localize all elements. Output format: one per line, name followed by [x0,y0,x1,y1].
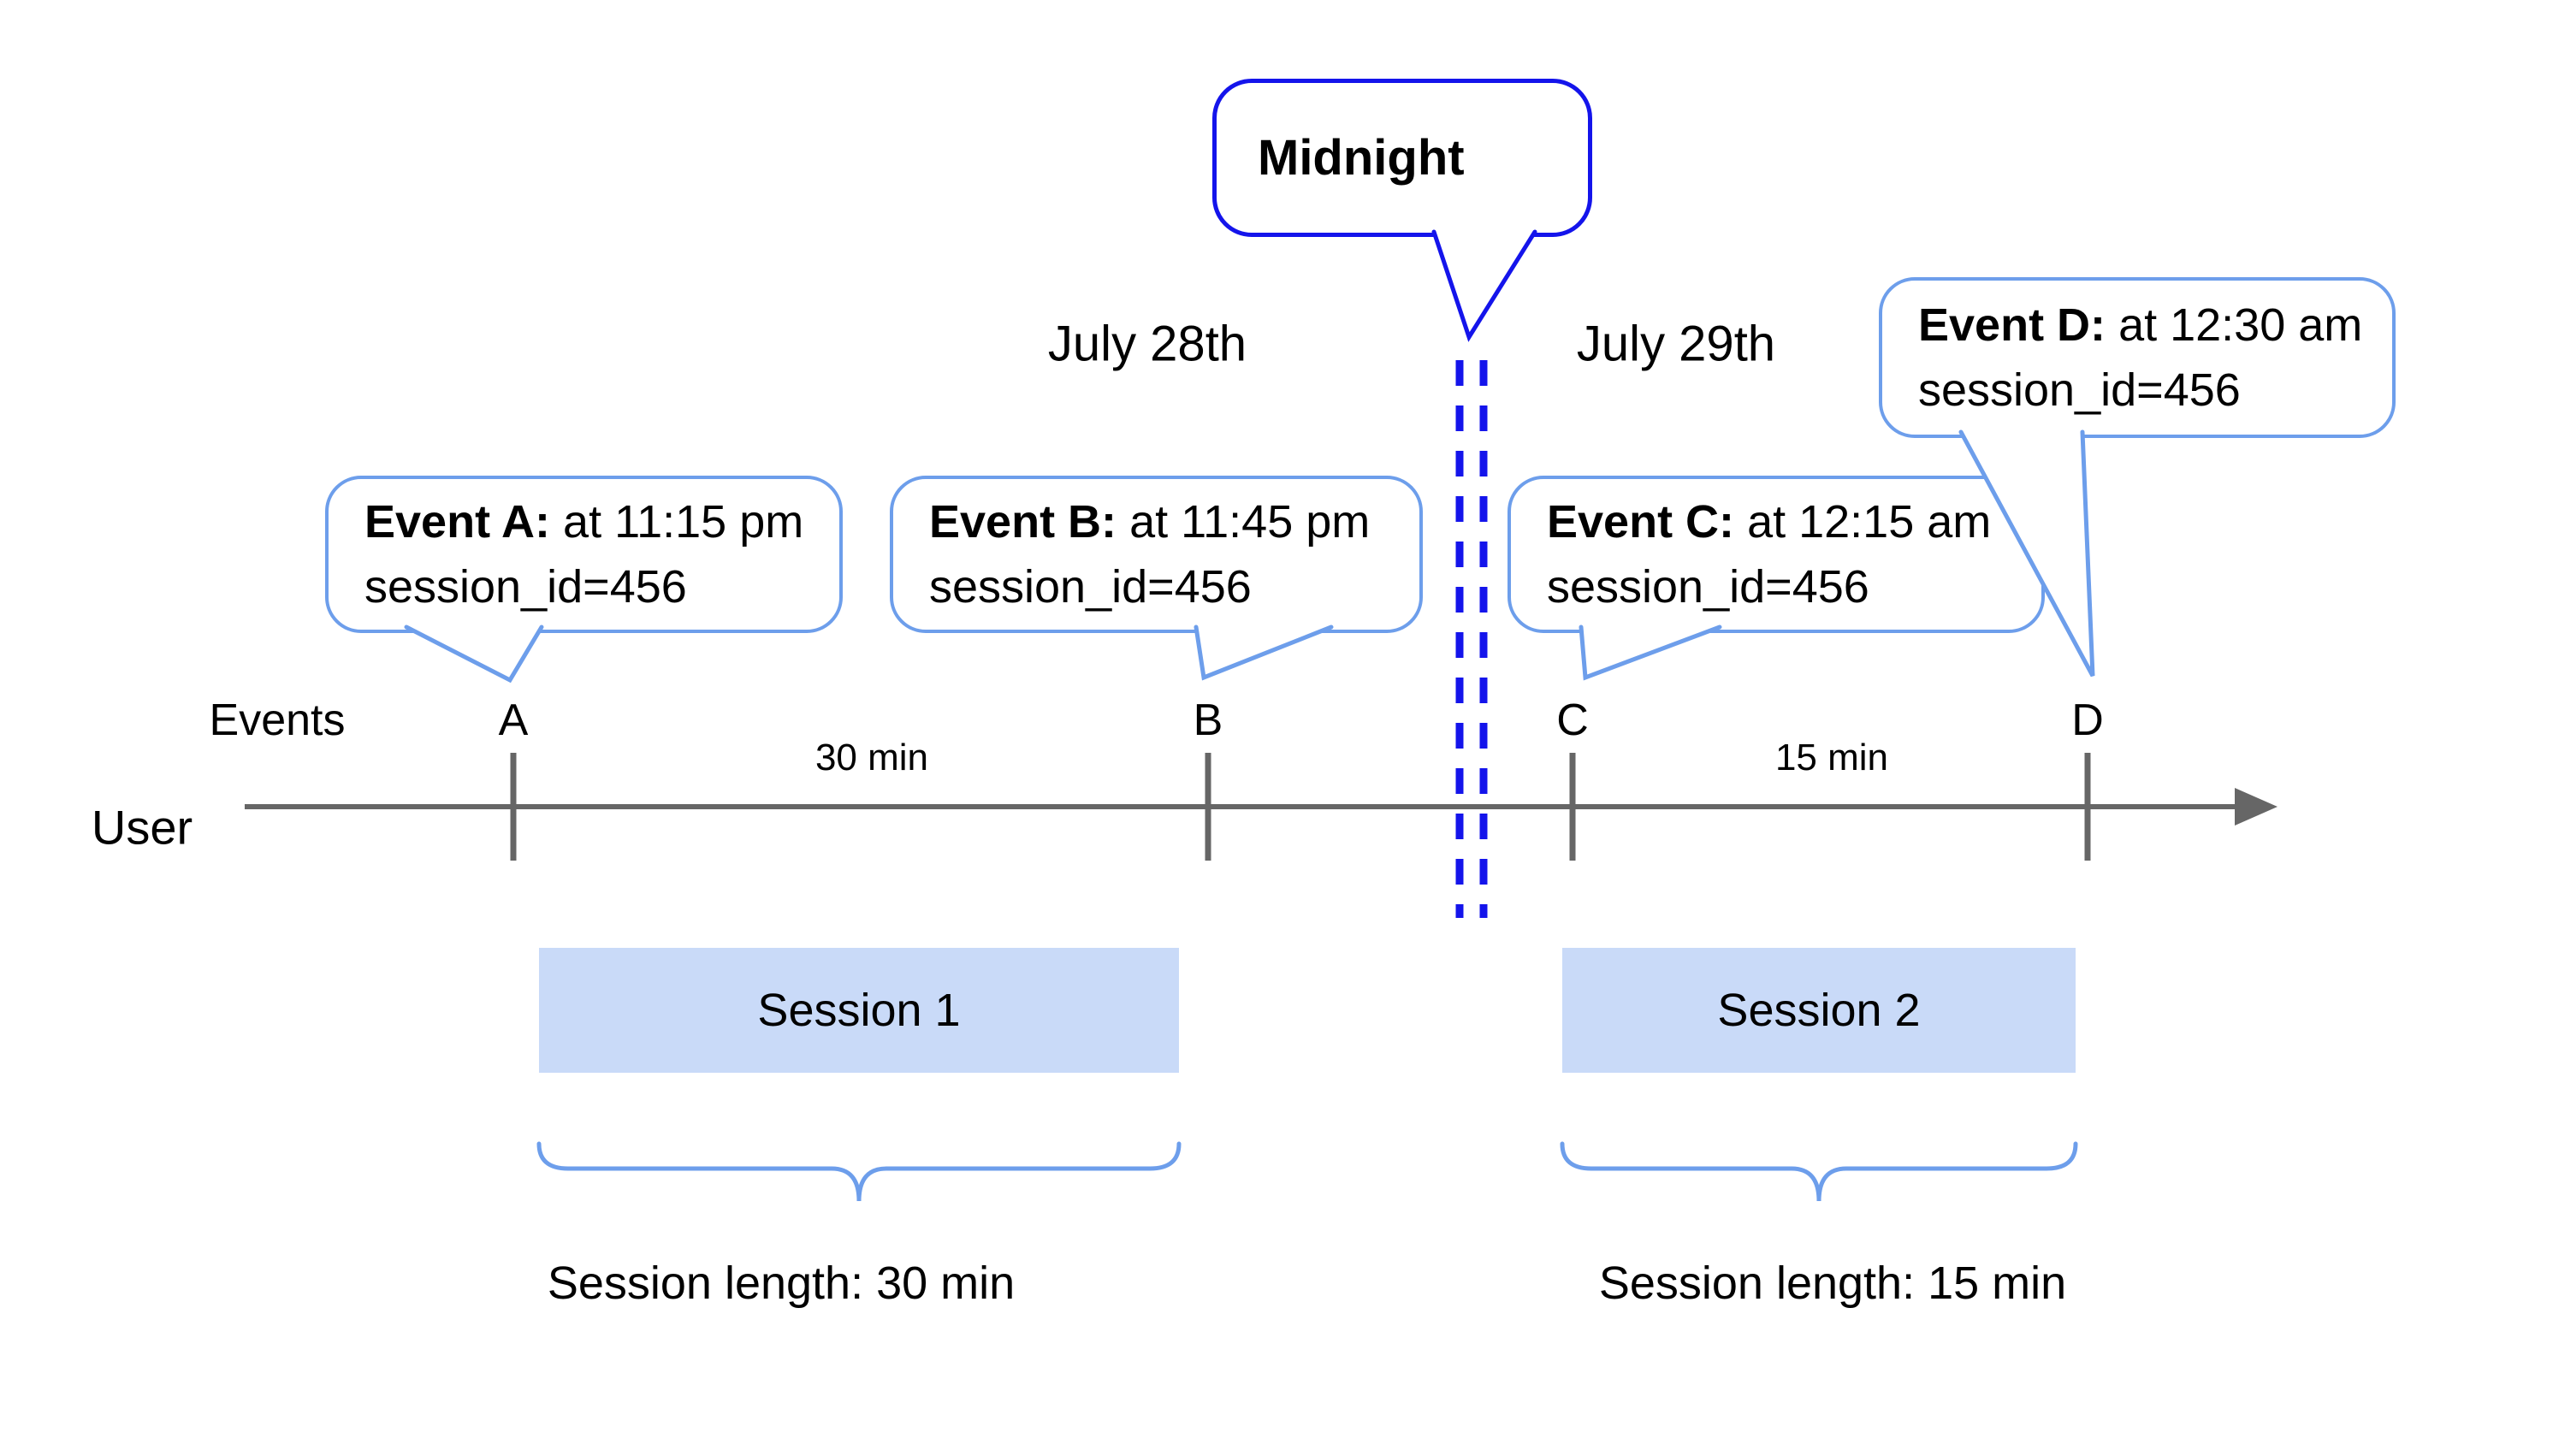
marker-label-a: A [498,695,529,745]
event-d-session-id: session_id=456 [1918,364,2241,416]
events-row-label: Events [209,695,346,745]
event-a-callout-tail [404,624,544,684]
event-d-time: at 12:30 am [2118,299,2363,351]
event-b-title: Event B: [929,496,1117,547]
interval-label-30min: 30 min [814,737,929,778]
date-label-july-29: July 29th [1576,316,1776,372]
event-c-title: Event C: [1547,496,1735,547]
session2-label: Session 2 [1717,985,1921,1036]
event-a-title: Event A: [364,496,551,547]
event-d-callout-bubble: Event D: at 12:30 am session_id=456 [1879,277,2396,438]
session1-bar: Session 1 [539,948,1179,1073]
event-a-time: at 11:15 pm [563,496,804,547]
session1-label: Session 1 [757,985,961,1036]
event-b-time: at 11:45 pm [1129,496,1371,547]
session2-brace [1560,1141,2078,1202]
event-b-callout-tail [1194,624,1334,681]
marker-label-d: D [2071,695,2104,745]
event-c-session-id: session_id=456 [1547,561,1869,613]
marker-label-c: C [1556,695,1589,745]
date-label-july-28: July 28th [1047,316,1247,372]
event-c-callout-line1: Event C: at 12:15 am [1547,489,2041,554]
interval-label-15min: 15 min [1774,737,1889,778]
event-b-callout-bubble: Event B: at 11:45 pm session_id=456 [890,476,1423,633]
event-c-callout-tail [1579,624,1722,681]
user-row-label: User [91,800,193,855]
timeline-arrowhead-icon [2235,788,2278,826]
event-c-time: at 12:15 am [1747,496,1992,547]
midnight-callout-text: Midnight [1258,129,1465,186]
event-d-callout-line1: Event D: at 12:30 am [1918,293,2392,358]
event-b-callout-line1: Event B: at 11:45 pm [929,489,1419,554]
event-a-callout-bubble: Event A: at 11:15 pm session_id=456 [325,476,843,633]
session2-bar: Session 2 [1562,948,2076,1073]
event-d-title: Event D: [1918,299,2106,351]
session1-brace [536,1141,1182,1202]
session1-length-label: Session length: 30 min [547,1258,1016,1309]
event-a-session-id: session_id=456 [364,561,687,613]
event-c-callout-bubble: Event C: at 12:15 am session_id=456 [1508,476,2045,633]
midnight-callout-bubble: Midnight [1212,79,1592,237]
midnight-callout-tail [1431,229,1537,342]
event-a-callout-line1: Event A: at 11:15 pm [364,489,839,554]
marker-label-b: B [1193,695,1223,745]
session2-length-label: Session length: 15 min [1598,1258,2067,1309]
event-b-session-id: session_id=456 [929,561,1252,613]
